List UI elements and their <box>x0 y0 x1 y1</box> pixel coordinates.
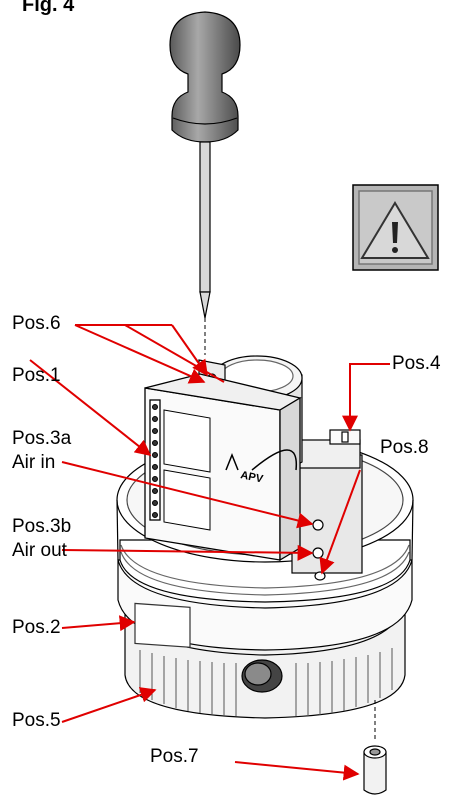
label-pos5: Pos.5 <box>12 710 61 731</box>
label-pos1: Pos.1 <box>12 365 61 386</box>
label-pos8: Pos.8 <box>380 437 429 458</box>
pos5-arrow <box>61 687 157 723</box>
pos2-arrow <box>61 615 136 632</box>
pos7-arrow <box>234 761 360 781</box>
pos4-arrow <box>342 363 390 432</box>
label-pos3a: Pos.3a <box>12 428 72 449</box>
sleeve-part <box>363 700 387 795</box>
pos8-arrow <box>319 469 361 575</box>
label-air-out: Air out <box>12 540 67 561</box>
label-pos6: Pos.6 <box>12 313 61 334</box>
pos1-arrow <box>29 359 152 456</box>
label-pos2: Pos.2 <box>12 617 61 638</box>
pos6-arrow-c <box>171 324 208 377</box>
label-pos4: Pos.4 <box>392 353 441 374</box>
brand-label: APV <box>239 469 264 486</box>
label-air-in: Air in <box>12 452 56 473</box>
label-pos7: Pos.7 <box>150 746 199 767</box>
pos6-arrow-a <box>74 324 206 384</box>
callout-arrows <box>29 324 390 781</box>
screwdriver <box>169 11 241 319</box>
warning-icon <box>352 184 439 271</box>
electronics-box <box>144 373 302 562</box>
pos3b-arrow <box>61 544 314 561</box>
figure-title: Fig. 4 <box>22 0 75 16</box>
label-pos3b: Pos.3b <box>12 516 72 537</box>
pos3a-arrow <box>61 461 314 529</box>
